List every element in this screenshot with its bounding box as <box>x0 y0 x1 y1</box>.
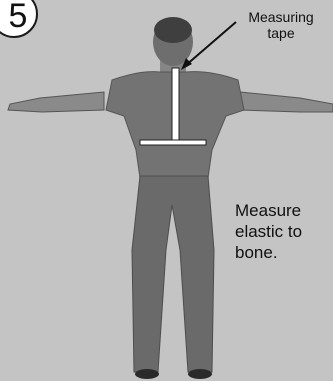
step-number: 5 <box>9 0 28 36</box>
instruction-line-3: bone. <box>235 242 333 263</box>
elastic-line <box>140 140 206 145</box>
right-shoe <box>188 369 212 379</box>
callout-line-1: Measuring <box>236 9 326 25</box>
instruction-text: Measure elastic to bone. <box>235 200 333 263</box>
hair <box>154 17 192 43</box>
left-arm <box>8 92 104 112</box>
right-arm <box>240 92 333 112</box>
measuring-tape-vertical <box>172 68 179 142</box>
callout-line-2: tape <box>236 25 326 41</box>
pants <box>132 176 214 372</box>
instruction-line-2: elastic to <box>235 221 333 242</box>
left-shoe <box>135 369 159 379</box>
instruction-line-1: Measure <box>235 200 333 221</box>
measuring-tape-callout: Measuring tape <box>236 9 326 41</box>
